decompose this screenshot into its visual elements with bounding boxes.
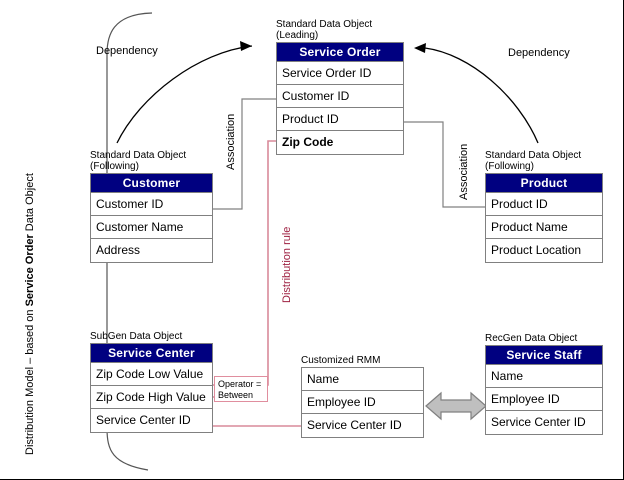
entity-service-center-caption: SubGen Data Object [90,331,183,342]
field-product-id[interactable]: Product ID [486,193,602,216]
label-association-right: Association [458,143,470,200]
entity-product-box: Product Product ID Product Name Product … [485,173,603,263]
entity-service-staff-header: Service Staff [486,346,602,365]
association-connector-right [404,121,485,208]
field-customer-id[interactable]: Customer ID [91,193,212,216]
entity-customer-box: Customer Customer ID Customer Name Addre… [90,173,213,263]
entity-service-center[interactable]: SubGen Data Object Service Center Zip Co… [90,331,213,433]
entity-service-staff-caption: RecGen Data Object [485,333,578,344]
field-rmm-employee-id[interactable]: Employee ID [302,391,423,414]
vertical-title-bold: Service Order [24,234,36,307]
entity-customized-rmm[interactable]: Customized RMM Name Employee ID Service … [301,355,424,438]
field-product-location[interactable]: Product Location [486,239,602,262]
field-service-order-customer-id[interactable]: Customer ID [277,85,403,108]
diagram-vertical-title: Distribution Model – based on Service Or… [24,173,36,455]
field-service-order-zip-code[interactable]: Zip Code [277,131,403,154]
label-distribution-rule: Distribution rule [281,226,293,303]
field-service-center-id[interactable]: Service Center ID [91,409,212,432]
field-customer-address[interactable]: Address [91,239,212,262]
distribution-rule-connector-upper [213,140,276,386]
operator-between-note: Operator = Between [214,376,268,402]
entity-service-center-header: Service Center [91,344,212,363]
field-service-order-product-id[interactable]: Product ID [277,108,403,131]
field-staff-name[interactable]: Name [486,365,602,388]
field-zip-code-low-value[interactable]: Zip Code Low Value [91,363,212,386]
entity-service-order[interactable]: Standard Data Object (Leading) Service O… [276,19,404,155]
field-rmm-name[interactable]: Name [302,368,423,391]
entity-product[interactable]: Standard Data Object (Following) Product… [485,150,603,263]
entity-customized-rmm-caption: Customized RMM [301,355,381,366]
field-rmm-service-center-id[interactable]: Service Center ID [302,414,423,437]
entity-product-caption: Standard Data Object (Following) [485,150,582,172]
field-product-name[interactable]: Product Name [486,216,602,239]
entity-service-order-box: Service Order Service Order ID Customer … [276,42,404,155]
field-zip-code-high-value[interactable]: Zip Code High Value [91,386,212,409]
dependency-arrow-left-head [240,41,252,51]
entity-customized-rmm-box: Name Employee ID Service Center ID [301,367,424,438]
entity-product-header: Product [486,174,602,193]
dependency-arrow-right-head [414,43,426,53]
vertical-title-prefix: Distribution Model – based on [24,306,36,455]
field-staff-service-center-id[interactable]: Service Center ID [486,411,602,434]
entity-service-staff[interactable]: RecGen Data Object Service Staff Name Em… [485,333,603,435]
entity-service-center-box: Service Center Zip Code Low Value Zip Co… [90,343,213,433]
bidirectional-arrow-icon [425,391,487,421]
entity-customer-header: Customer [91,174,212,193]
entity-customer[interactable]: Standard Data Object (Following) Custome… [90,150,213,263]
field-staff-employee-id[interactable]: Employee ID [486,388,602,411]
label-dependency-left: Dependency [96,45,158,57]
field-service-order-id[interactable]: Service Order ID [277,62,403,85]
entity-service-staff-box: Service Staff Name Employee ID Service C… [485,345,603,435]
entity-service-order-header: Service Order [277,43,403,62]
dependency-arrow-right-path [424,47,539,144]
field-customer-name[interactable]: Customer Name [91,216,212,239]
vertical-title-suffix: Data Object [24,173,36,235]
entity-service-order-caption: Standard Data Object (Leading) [276,19,373,41]
label-dependency-right: Dependency [508,47,570,59]
entity-customer-caption: Standard Data Object (Following) [90,150,187,172]
label-association-left: Association [225,113,237,170]
association-connector-left [213,98,276,210]
